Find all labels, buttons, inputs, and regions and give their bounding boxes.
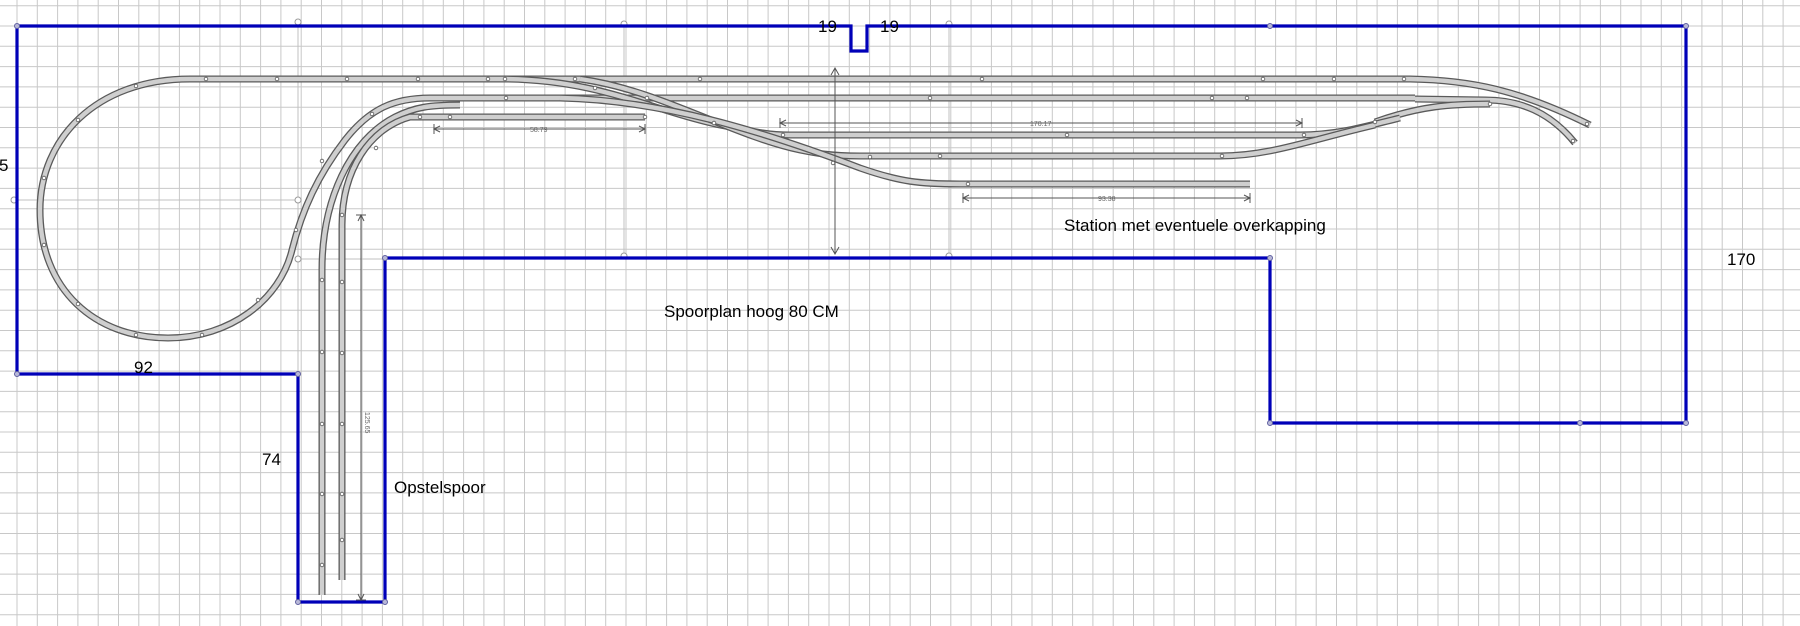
measure-upper-siding: 58.79: [432, 124, 647, 134]
measure-upper-siding-label: 58.79: [530, 127, 548, 134]
area-labels: Station met eventuele overkapping Spoorp…: [394, 216, 1326, 497]
label-plan-height: Spoorplan hoog 80 CM: [664, 302, 839, 321]
label-station: Station met eventuele overkapping: [1064, 216, 1326, 235]
measure-station-depth: [830, 66, 840, 256]
measure-station-short: 93.38: [961, 193, 1252, 203]
label-storage: Opstelspoor: [394, 478, 486, 497]
outline-dimension-labels: 5 19 19 170 92 74: [0, 17, 1755, 469]
measure-station-long-label: 170.17: [1030, 121, 1052, 128]
dim-right-edge: 170: [1727, 250, 1755, 269]
track-storage-right[interactable]: [338, 113, 645, 580]
measure-storage-track: 125.65: [356, 213, 370, 602]
measure-storage-track-label: 125.65: [363, 412, 370, 434]
track-station-3[interactable]: [559, 94, 1250, 188]
measure-station-long: 170.17: [778, 118, 1304, 128]
construction-guides: [10, 18, 953, 375]
baseboard-outline[interactable]: [14, 23, 1689, 605]
measurements: 58.79 170.17 93.38 125.65: [356, 66, 1304, 602]
track-main-loop[interactable]: [36, 75, 1592, 342]
dim-notch-right: 19: [880, 17, 899, 36]
measure-station-short-label: 93.38: [1098, 196, 1116, 203]
track-layout[interactable]: [36, 75, 1592, 595]
rail-joints: [41, 76, 1590, 568]
dim-bottom-left: 92: [134, 358, 153, 377]
dim-left-edge: 5: [0, 156, 8, 175]
dim-notch-left: 19: [818, 17, 837, 36]
track-storage-left[interactable]: [318, 101, 461, 595]
dim-leg-height: 74: [262, 450, 281, 469]
